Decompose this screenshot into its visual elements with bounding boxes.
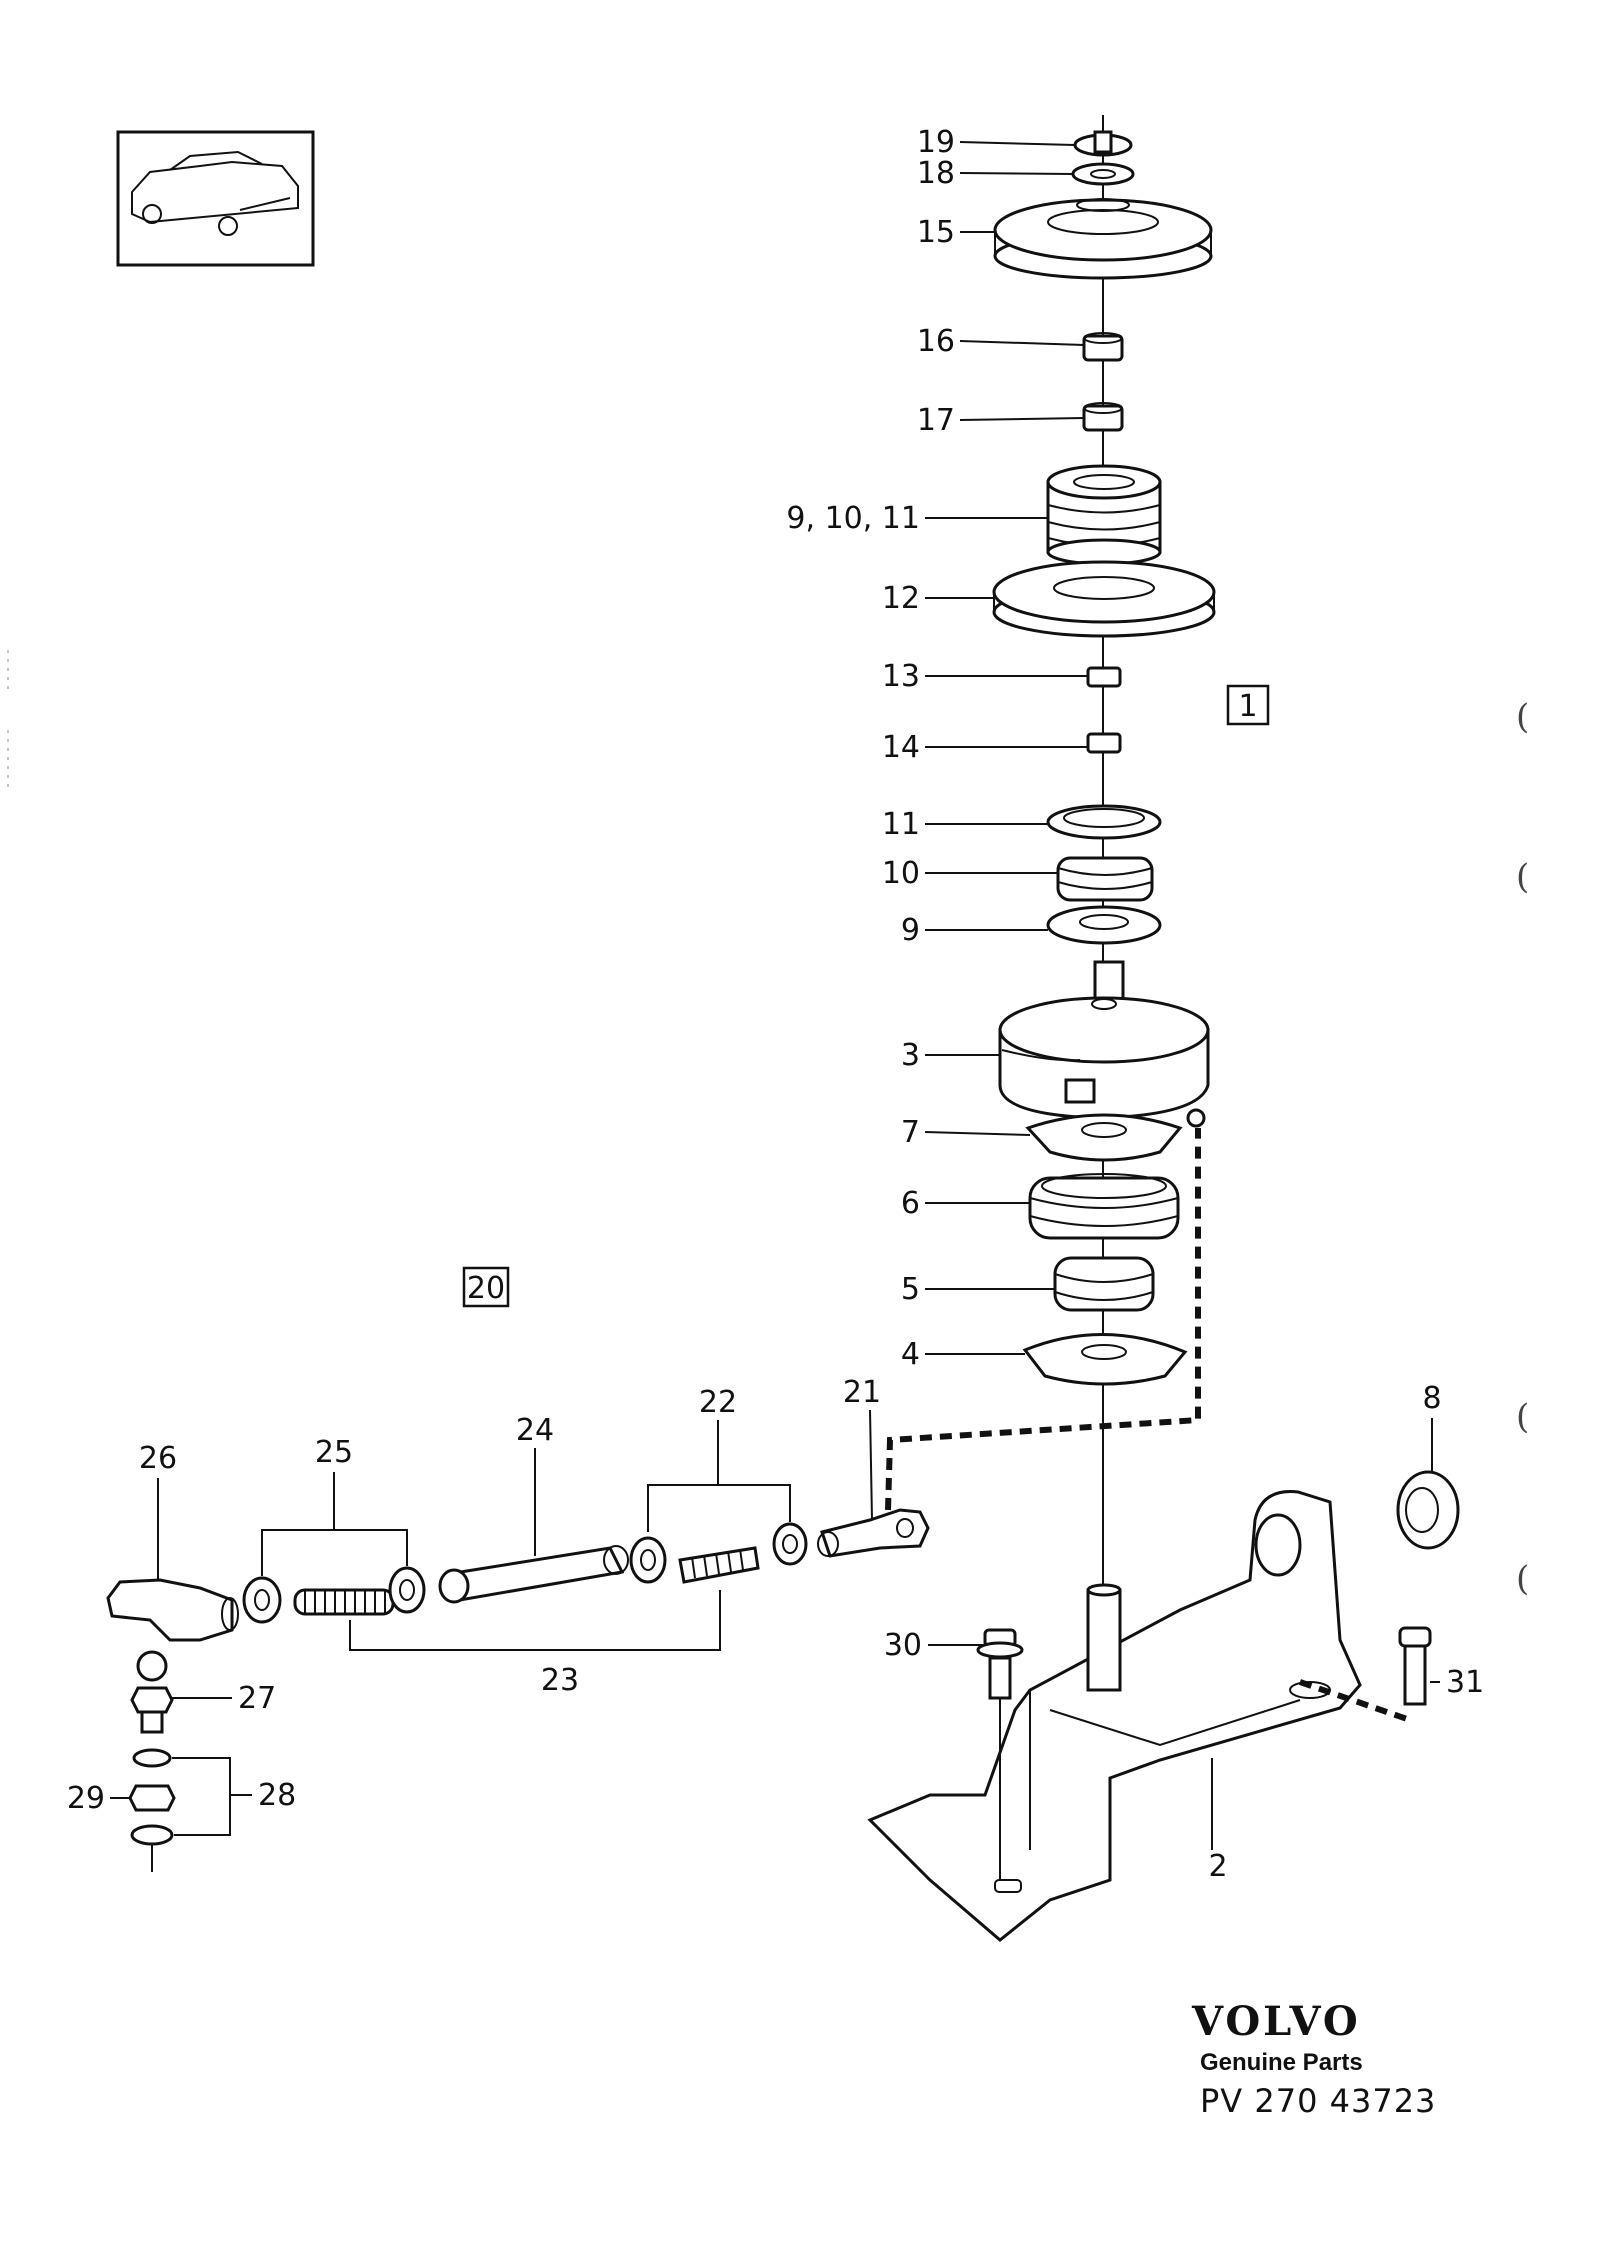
boxed-label-20: 20 [462,1266,510,1308]
label-13: 13 [882,659,920,694]
part-4-plate [1022,1333,1188,1386]
label-2: 2 [1208,1849,1227,1884]
part-9-ring [1046,905,1162,945]
part-31-bolt [1398,1626,1432,1706]
volvo-logo: VOLVO [1191,1998,1361,2045]
label-3: 3 [901,1038,920,1073]
part-19-nut [1073,130,1133,157]
svg-text:(: ( [1516,1559,1529,1599]
part-27-ball-stud [130,1650,174,1734]
label-8: 8 [1422,1381,1441,1416]
part-12-pulley [992,560,1216,638]
part-8-grommet [1396,1470,1460,1550]
part-9-10-11-assembly [1046,464,1162,566]
part-24-sleeve [438,1545,629,1604]
label-5: 5 [901,1272,920,1307]
car-thumbnail [116,130,315,267]
part-7-plate [1025,1113,1183,1162]
brand-tagline: Genuine Parts [1200,2049,1363,2076]
leader-lines [110,141,1440,1850]
label-12: 12 [882,581,920,616]
label-30: 30 [884,1628,922,1663]
part-13-bushing [1086,666,1122,688]
part-11-ring [1046,804,1162,840]
label-25: 25 [315,1435,353,1470]
boxed-label-1: 1 [1226,684,1270,726]
part-28-washer-top [132,1748,172,1768]
brand-block: VOLVO Genuine Parts PV 270 43723 [1191,1998,1436,2120]
part-3-housing [998,960,1210,1128]
label-11: 11 [882,807,920,842]
label-9: 9 [901,913,920,948]
part-16-bushing [1082,332,1124,362]
part-30-bolt [976,1628,1024,1880]
label-26: 26 [139,1441,177,1476]
part-14-bushing [1086,732,1122,754]
part-5-spring [1053,1256,1155,1312]
svg-text:(: ( [1516,857,1529,897]
part-number: PV 270 43723 [1200,2082,1436,2120]
svg-text:(: ( [1516,1397,1529,1437]
label-7: 7 [901,1115,920,1150]
label-6: 6 [901,1186,920,1221]
label-10: 10 [882,856,920,891]
dashed-link-lever [885,1128,1201,1511]
label-15: 15 [917,215,955,250]
part-17-bushing [1082,402,1124,432]
label-21: 21 [843,1375,881,1410]
label-24: 24 [516,1413,554,1448]
label-29: 29 [67,1781,105,1816]
part-26-ball-socket [106,1578,239,1642]
label-23: 23 [541,1663,579,1698]
scan-marks: ( ( ( ( [7,650,1529,1599]
part-22-nut-right [772,1522,808,1566]
part-15-pulley [993,198,1213,280]
label-17: 17 [917,403,955,438]
part-22-threaded-rod [678,1546,760,1584]
part-25-threaded-rod [293,1588,395,1616]
part-6-spring [1028,1173,1180,1240]
label-28: 28 [258,1778,296,1813]
part-25-nut-left [242,1576,282,1624]
label-9-10-11: 9, 10, 11 [786,501,920,536]
label-16: 16 [917,324,955,359]
label-27: 27 [238,1681,276,1716]
label-31: 31 [1446,1665,1484,1700]
label-4: 4 [901,1337,920,1372]
label-22: 22 [699,1385,737,1420]
part-28-washer-bottom [130,1824,174,1846]
part-18-washer [1071,162,1135,186]
svg-text:(: ( [1516,697,1529,737]
boxed-label-20-text: 20 [467,1271,505,1306]
part-25-nut-right [388,1566,426,1614]
part-29-nut [128,1784,176,1812]
part-21-rod-end [817,1508,930,1558]
part-10-spring [1056,856,1154,902]
label-14: 14 [882,730,920,765]
part-2-bracket [867,1490,1362,1942]
boxed-label-1-text: 1 [1238,689,1257,724]
label-18: 18 [917,156,955,191]
part-22-nut-left [629,1536,667,1584]
label-19: 19 [917,125,955,160]
